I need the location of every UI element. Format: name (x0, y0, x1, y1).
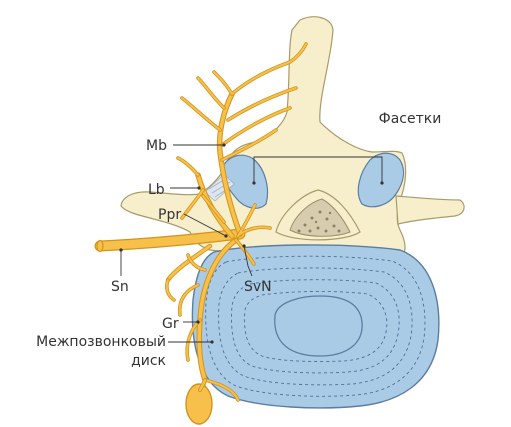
label-facets: Фасетки (379, 111, 442, 127)
label-disc-line1: Межпозвонковый (36, 334, 166, 350)
label-disc-line2: диск (131, 353, 166, 369)
nucleus-pulposus (275, 296, 362, 356)
label-lb: Lb (148, 182, 165, 198)
label-gr: Gr (162, 316, 179, 332)
label-ppr: Ppr (158, 207, 181, 223)
transverse-process-right (396, 196, 464, 224)
label-sn: Sn (111, 279, 129, 295)
intervertebral-disc (192, 245, 438, 408)
label-svn: SvN (244, 279, 272, 295)
nerve-trunk-cut-end (97, 241, 103, 252)
label-mb: Mb (146, 138, 167, 154)
